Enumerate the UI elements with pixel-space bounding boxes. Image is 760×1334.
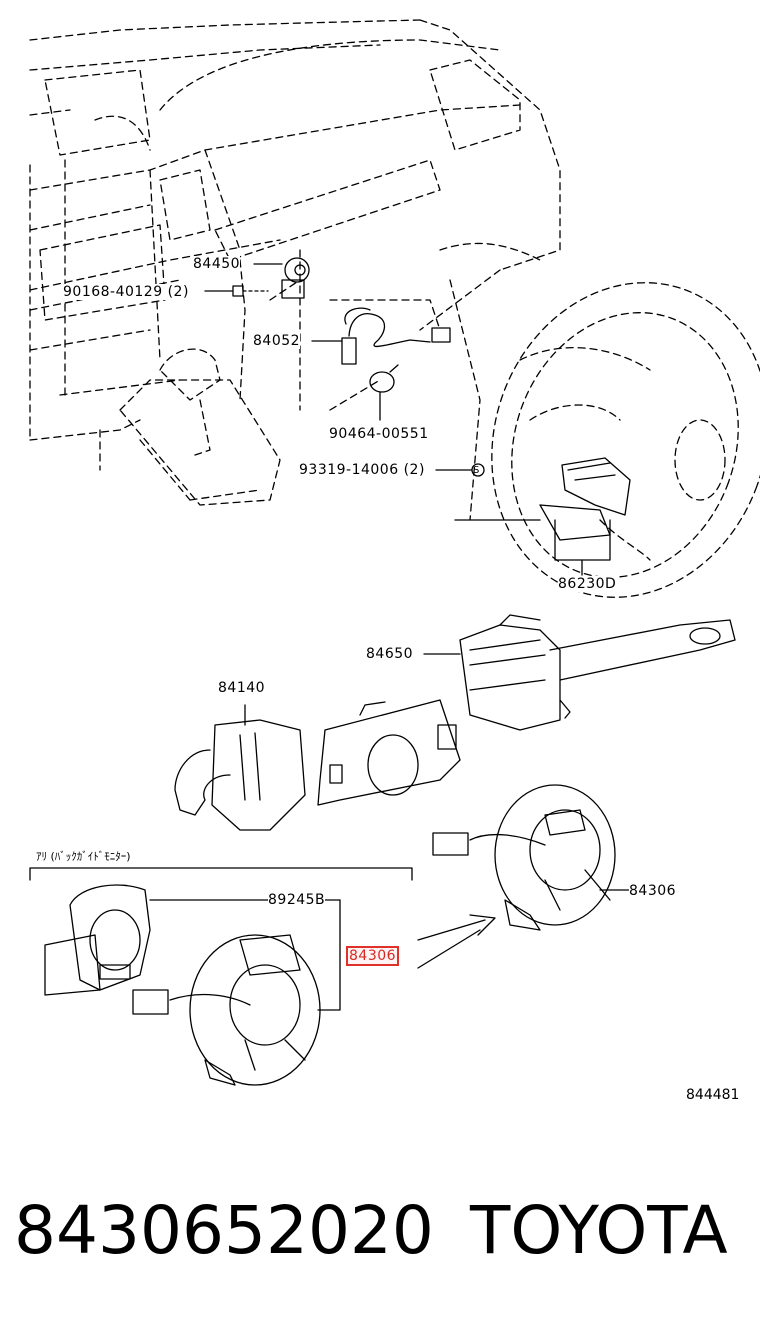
label-84306-right: 84306 [629, 883, 677, 899]
label-84306-highlighted[interactable]: 84306 [345, 946, 400, 966]
part-90464-drawing [369, 364, 399, 421]
option-note: ｱﾘ (ﾊﾞｯｸｶﾞｲﾄﾞﾓﾆﾀｰ) [36, 850, 131, 863]
part-89245B-drawing [44, 884, 341, 996]
label-90464-00551: 90464-00551 [329, 426, 429, 442]
part-84306-left-drawing [132, 899, 341, 1086]
label-84450: 84450 [193, 256, 241, 272]
part-84450-drawing [253, 257, 310, 299]
part-84140-drawing [174, 704, 306, 831]
diagram-code: 844481 [686, 1087, 740, 1103]
part-93319-circle [471, 463, 485, 477]
part-86230D-drawing [454, 457, 631, 576]
replacement-arrow [417, 914, 496, 969]
part-90168-drawing [204, 285, 269, 297]
label-90168-40129: 90168-40129 (2) [63, 284, 189, 300]
switch-bracket-drawing [317, 699, 461, 806]
label-84052: 84052 [253, 333, 301, 349]
part-84052-drawing [311, 307, 451, 365]
part-number: 8430652020 [14, 1192, 434, 1269]
label-86230D: 86230D [558, 576, 617, 592]
label-93319-14006: 93319-14006 (2) [299, 462, 425, 478]
brand-name: TOYOTA [470, 1192, 728, 1269]
option-bracket [29, 867, 413, 881]
label-84140: 84140 [218, 680, 266, 696]
label-89245B: 89245B [268, 892, 326, 908]
circle-s-symbol: S [473, 465, 480, 476]
gear-shifter-outline [159, 348, 221, 456]
part-84650-drawing [423, 614, 736, 731]
label-84650: 84650 [366, 646, 414, 662]
part-84306-right-drawing [432, 784, 631, 931]
